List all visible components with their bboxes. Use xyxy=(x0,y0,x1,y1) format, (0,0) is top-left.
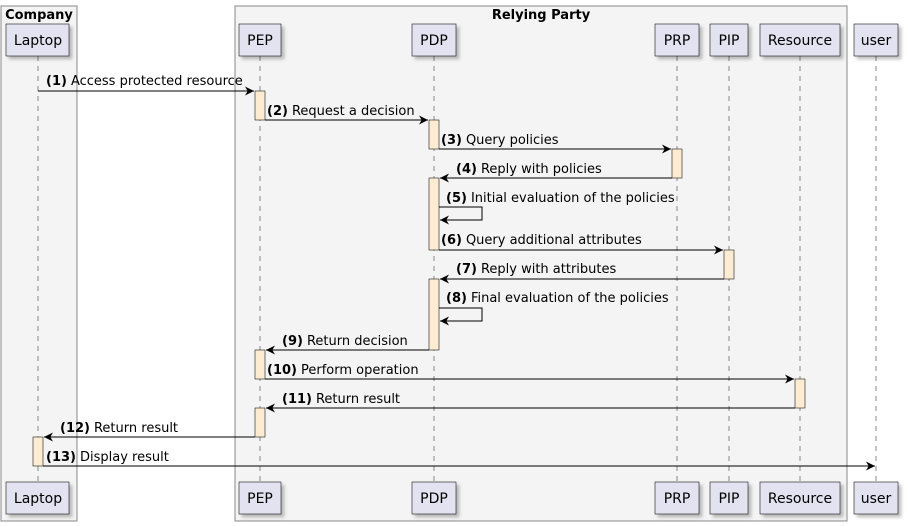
message-8-arrow xyxy=(439,307,483,326)
participant-laptop-bottom[interactable]: Laptop xyxy=(5,481,70,515)
message-8-label: (8)Final evaluation of the policies xyxy=(446,291,669,306)
message-6: (6)Query additional attributes xyxy=(439,233,723,255)
participant-pip[interactable]: PIP xyxy=(709,23,749,57)
activation-pip-1 xyxy=(723,249,735,280)
participant-prp-bottom-label: PRP xyxy=(664,491,691,507)
message-1-label: (1)Access protected resource xyxy=(46,74,243,89)
participant-pep[interactable]: PEP xyxy=(238,23,282,57)
participant-pdp-bottom[interactable]: PDP xyxy=(411,481,457,515)
participant-pep-label: PEP xyxy=(247,33,273,49)
activation-pdp-2 xyxy=(428,177,440,251)
message-13: (13)Display result xyxy=(43,450,875,471)
activation-pep-3 xyxy=(254,407,266,438)
participant-resource-bottom-box xyxy=(759,481,841,515)
message-12: (12)Return result xyxy=(44,421,255,442)
activation-laptop-1 xyxy=(32,436,44,467)
activation-pep-2 xyxy=(254,349,266,380)
participant-laptop-box xyxy=(5,23,70,57)
message-5: (5)Initial evaluation of the policies xyxy=(439,191,675,225)
message-7-label: (7)Reply with attributes xyxy=(456,262,616,277)
participant-pep-box xyxy=(238,23,282,57)
message-10-label: (10)Perform operation xyxy=(267,363,419,378)
participant-pdp-bottom-box xyxy=(411,481,457,515)
box-company: Company xyxy=(0,5,78,522)
box-relying-party: Relying Party xyxy=(234,5,848,522)
participant-laptop-label: Laptop xyxy=(14,33,62,49)
participant-pip-box xyxy=(709,23,749,57)
activation-pdp-3 xyxy=(428,278,440,351)
activations xyxy=(32,90,806,467)
message-4-label: (4)Reply with policies xyxy=(456,162,602,177)
activation-pdp-1 xyxy=(428,119,440,150)
box-relying-party-title: Relying Party xyxy=(492,8,591,23)
participant-prp-label: PRP xyxy=(664,33,691,49)
message-4: (4)Reply with policies xyxy=(440,162,672,183)
box-company-title: Company xyxy=(5,8,73,23)
participant-prp-bottom[interactable]: PRP xyxy=(654,481,700,515)
participant-user-box xyxy=(853,23,899,57)
activation-pep-1 xyxy=(254,90,266,121)
participant-pep-bottom-box xyxy=(238,481,282,515)
participant-pdp[interactable]: PDP xyxy=(411,23,457,57)
message-11-label: (11)Return result xyxy=(282,392,400,407)
participant-pep-bottom[interactable]: PEP xyxy=(238,481,282,515)
participant-pip-bottom-label: PIP xyxy=(718,491,739,507)
message-12-label: (12)Return result xyxy=(60,421,178,436)
participant-resource-box xyxy=(759,23,841,57)
participant-resource[interactable]: Resource xyxy=(759,23,841,57)
participant-user-bottom[interactable]: user xyxy=(853,481,899,515)
message-5-label: (5)Initial evaluation of the policies xyxy=(446,191,675,206)
participants-bottom: Laptop PEP PDP PRP PIP Resource user xyxy=(5,481,899,515)
message-5-arrow xyxy=(439,206,483,225)
participant-prp-bottom-box xyxy=(654,481,700,515)
message-8: (8)Final evaluation of the policies xyxy=(439,291,669,326)
activation-prp-1 xyxy=(671,148,683,179)
participant-user-bottom-box xyxy=(853,481,899,515)
box-relying-party-frame xyxy=(234,5,848,522)
participant-pep-bottom-label: PEP xyxy=(247,491,273,507)
participant-user-bottom-label: user xyxy=(861,491,892,507)
box-company-frame xyxy=(0,5,78,522)
message-2: (2)Request a decision xyxy=(265,104,428,125)
participant-pip-bottom-box xyxy=(709,481,749,515)
message-9-label: (9)Return decision xyxy=(282,334,408,349)
participants-top: Laptop PEP PDP PRP PIP Resource user xyxy=(5,23,899,57)
participant-user-label: user xyxy=(861,33,892,49)
message-10: (10)Perform operation xyxy=(265,363,794,384)
message-1: (1)Access protected resource xyxy=(38,74,254,96)
participant-laptop[interactable]: Laptop xyxy=(5,23,70,57)
participant-pdp-bottom-label: PDP xyxy=(420,491,448,507)
message-9: (9)Return decision xyxy=(266,334,429,355)
activation-resource-1 xyxy=(794,378,806,409)
participant-user[interactable]: user xyxy=(853,23,899,57)
participant-pdp-box xyxy=(411,23,457,57)
participant-pdp-label: PDP xyxy=(420,33,448,49)
message-2-label: (2)Request a decision xyxy=(267,104,415,119)
participant-pip-bottom[interactable]: PIP xyxy=(709,481,749,515)
participant-pip-label: PIP xyxy=(718,33,739,49)
participant-prp-box xyxy=(654,23,700,57)
participant-laptop-bottom-label: Laptop xyxy=(14,491,62,507)
participant-prp[interactable]: PRP xyxy=(654,23,700,57)
participant-resource-bottom-label: Resource xyxy=(768,491,832,507)
participant-laptop-bottom-box xyxy=(5,481,70,515)
message-6-label: (6)Query additional attributes xyxy=(441,233,642,248)
message-11: (11)Return result xyxy=(266,392,795,413)
message-13-label: (13)Display result xyxy=(46,450,169,465)
participant-resource-bottom[interactable]: Resource xyxy=(759,481,841,515)
message-3-label: (3)Query policies xyxy=(441,133,559,148)
message-7: (7)Reply with attributes xyxy=(440,262,724,284)
message-3: (3)Query policies xyxy=(439,133,671,154)
participant-resource-label: Resource xyxy=(768,33,832,49)
messages: (1)Access protected resource (2)Request … xyxy=(38,74,875,471)
